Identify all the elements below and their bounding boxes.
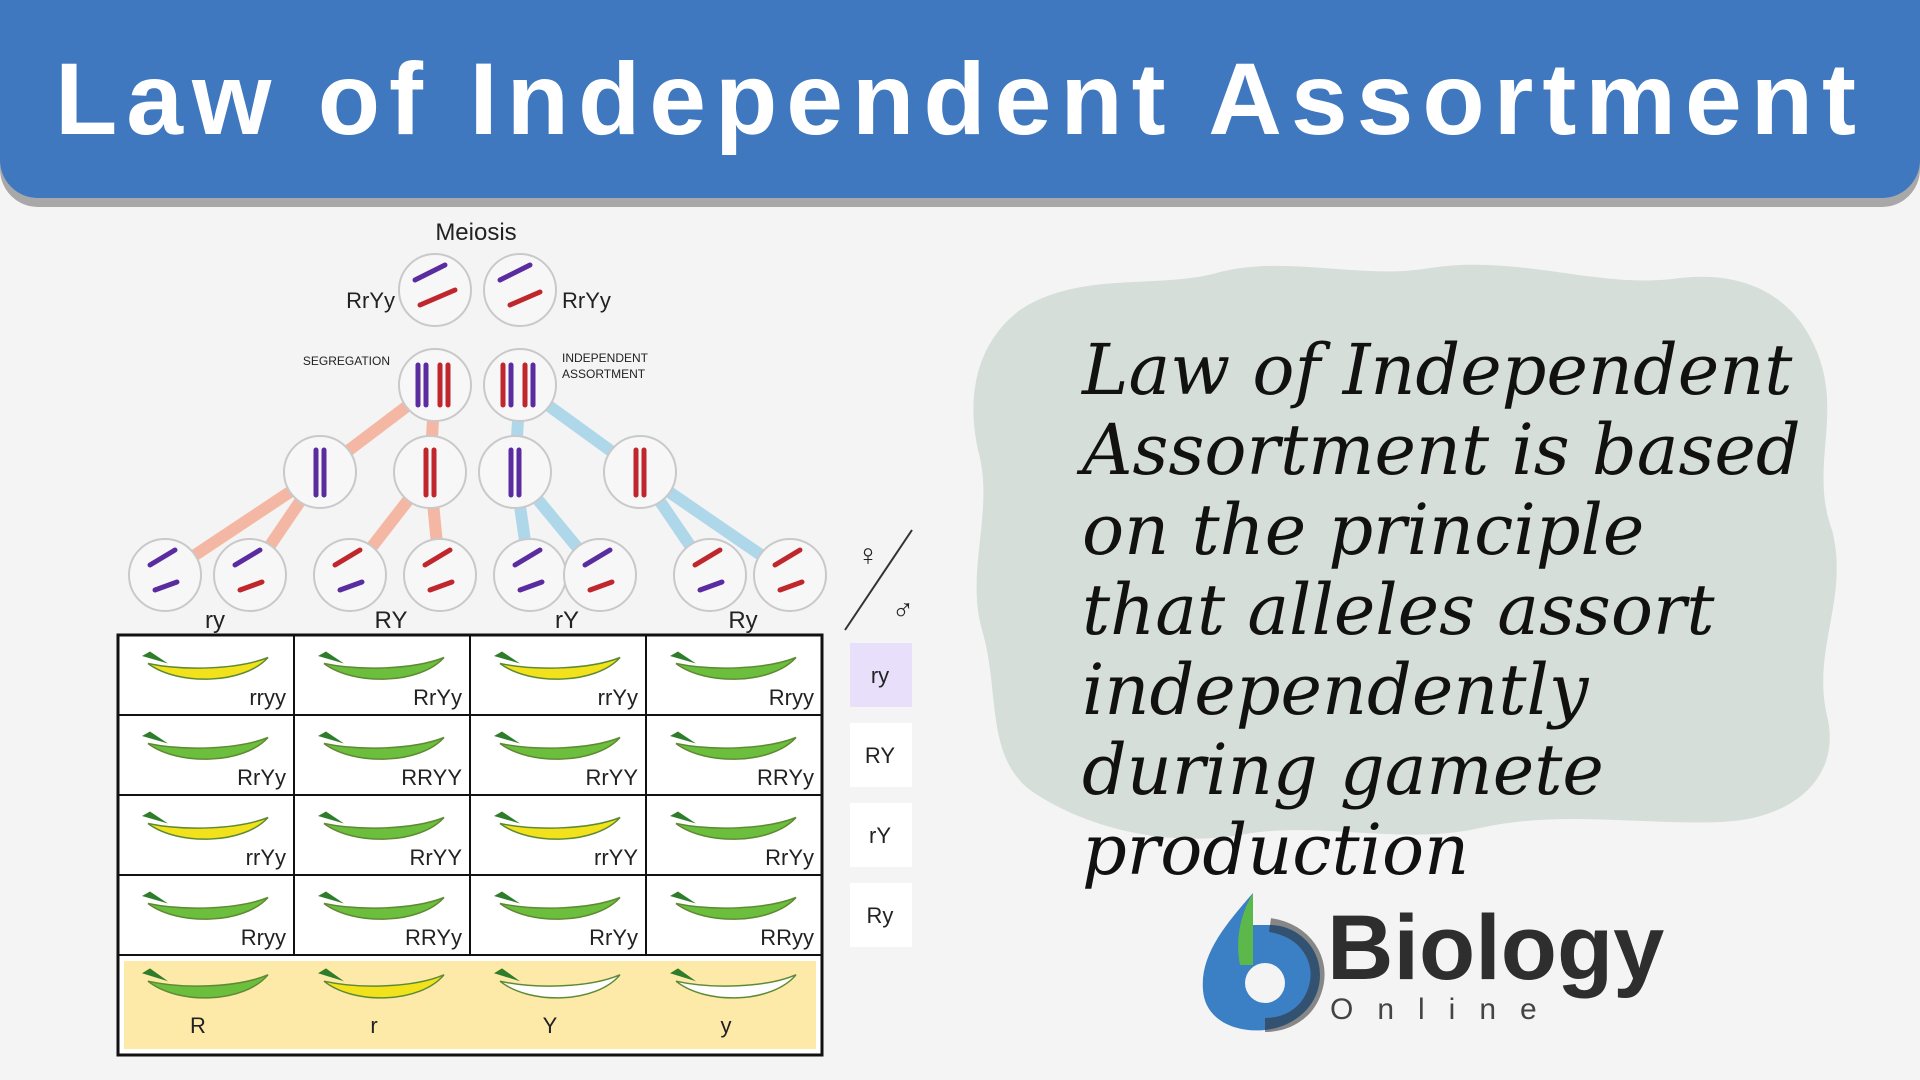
genotype-label: RrYY bbox=[585, 765, 638, 790]
meiosis-ii-cell bbox=[393, 435, 467, 509]
gamete-label: RY bbox=[375, 607, 408, 634]
gamete-cell bbox=[563, 538, 637, 612]
meiosis-ii-cell bbox=[603, 435, 677, 509]
pea-pod bbox=[494, 651, 621, 680]
pea-pod bbox=[142, 811, 269, 840]
genotype-label: rrYY bbox=[594, 845, 638, 870]
pea-pod bbox=[670, 891, 797, 920]
gamete-cell bbox=[313, 538, 387, 612]
genotype-label: Rryy bbox=[769, 685, 814, 710]
genotype-label: RrYy bbox=[413, 685, 462, 710]
biology-online-logo bbox=[1202, 893, 1325, 1032]
row-label-box bbox=[850, 883, 912, 947]
genotype-label: rrYy bbox=[246, 845, 286, 870]
segregation-label: SEGREGATION bbox=[303, 354, 390, 368]
meiosis-label: Meiosis bbox=[435, 219, 516, 246]
legend-pea bbox=[318, 968, 445, 999]
meiosis-ii-cell bbox=[478, 435, 552, 509]
genotype-label: rryy bbox=[249, 685, 286, 710]
pea-pod bbox=[670, 811, 797, 840]
genotype-label: RRYy bbox=[405, 925, 462, 950]
description-stain bbox=[973, 264, 1837, 839]
logo-name: Biology bbox=[1327, 897, 1665, 999]
pea-pod bbox=[142, 891, 269, 920]
title-banner bbox=[0, 0, 1920, 198]
genotype-label: RRYy bbox=[757, 765, 814, 790]
grid-cell bbox=[645, 874, 823, 956]
gamete-cell bbox=[213, 538, 287, 612]
pea-pod bbox=[142, 731, 269, 760]
pea-pod bbox=[318, 651, 445, 680]
pea-pod bbox=[142, 651, 269, 680]
gamete-label: rY bbox=[555, 607, 579, 634]
row-label-box bbox=[850, 723, 912, 787]
gamete-cell bbox=[128, 538, 202, 612]
pea-pod bbox=[318, 891, 445, 920]
genotype-label: RRyy bbox=[760, 925, 814, 950]
gamete-cell bbox=[673, 538, 747, 612]
pea-pod bbox=[318, 731, 445, 760]
row-gamete-label: rY bbox=[869, 823, 891, 848]
pea-pod bbox=[318, 811, 445, 840]
genotype-label: Rryy bbox=[241, 925, 286, 950]
legend-label: r bbox=[370, 1013, 377, 1038]
genotype-label: RrYY bbox=[409, 845, 462, 870]
pea-pod bbox=[494, 811, 621, 840]
pea-pod bbox=[494, 731, 621, 760]
parent-cell-left bbox=[398, 253, 472, 327]
logo-subtitle: Online bbox=[1330, 993, 1561, 1026]
parent-genotype-left: RrYy bbox=[346, 288, 395, 313]
legend-label: y bbox=[721, 1013, 732, 1038]
row-label-box bbox=[850, 803, 912, 867]
row-gamete-label: ry bbox=[871, 663, 889, 688]
independent-assortment-label-2: ASSORTMENT bbox=[562, 367, 646, 381]
gamete-cell bbox=[403, 538, 477, 612]
row-gamete-label: RY bbox=[865, 743, 895, 768]
parent-genotype-right: RrYy bbox=[562, 288, 611, 313]
row-label-box bbox=[850, 643, 912, 707]
segregation-cell bbox=[398, 348, 472, 422]
description-text: Law of Independent Assortment is based o… bbox=[1082, 329, 1801, 891]
divider-line bbox=[844, 529, 913, 631]
row-gamete-label: Ry bbox=[867, 903, 894, 928]
pea-pod bbox=[670, 651, 797, 680]
gamete-label: ry bbox=[205, 607, 225, 634]
legend-label: Y bbox=[543, 1013, 558, 1038]
genotype-label: RrYy bbox=[765, 845, 814, 870]
genotype-label: RRYY bbox=[401, 765, 462, 790]
meiosis-ii-cell bbox=[283, 435, 357, 509]
genotype-label: rrYy bbox=[598, 685, 638, 710]
female-symbol: ♀ bbox=[857, 539, 880, 572]
gamete-cell bbox=[753, 538, 827, 612]
male-symbol: ♂ bbox=[892, 594, 915, 627]
independent-assortment-label: INDEPENDENT bbox=[562, 351, 649, 365]
legend-box bbox=[124, 961, 816, 1049]
page-title: Law of Independent Assortment bbox=[55, 42, 1865, 156]
legend-label: R bbox=[190, 1013, 206, 1038]
pea-pod bbox=[670, 731, 797, 760]
legend-pea bbox=[142, 968, 269, 999]
legend-pea bbox=[494, 968, 621, 999]
pea-pod bbox=[494, 891, 621, 920]
genotype-label: RrYy bbox=[237, 765, 286, 790]
gamete-cell bbox=[493, 538, 567, 612]
gamete-label: Ry bbox=[728, 607, 757, 634]
assortment-cell bbox=[483, 348, 557, 422]
genotype-label: RrYy bbox=[589, 925, 638, 950]
parent-cell-right bbox=[483, 253, 557, 327]
legend-pea bbox=[670, 968, 797, 999]
